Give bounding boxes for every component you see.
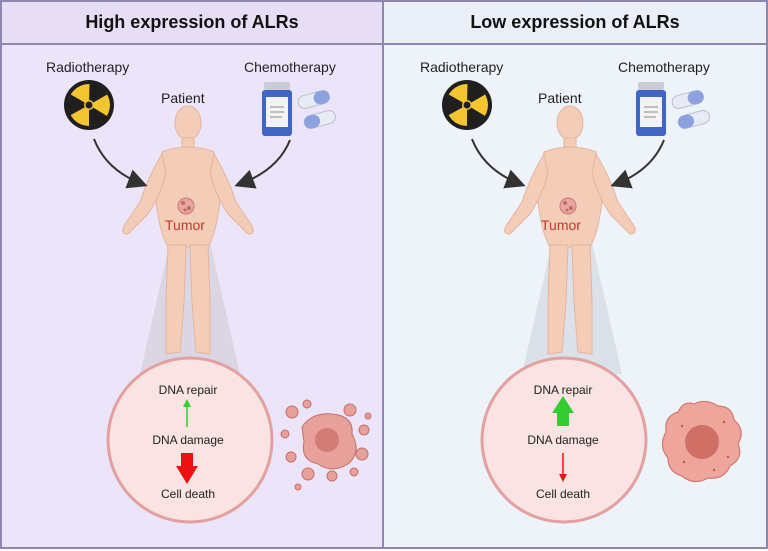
chemotherapy-arrow [234,139,291,189]
dna-damage-label: DNA damage [152,433,224,447]
radiotherapy-label: Radiotherapy [420,59,504,75]
radiation-icon [442,80,492,130]
zoom-cone [140,242,240,374]
cell-death-label: Cell death [160,487,216,501]
dna-damage-label: DNA damage [527,433,599,447]
capsule-icon [671,90,711,129]
dna-repair-label: DNA repair [533,383,593,397]
radiotherapy-arrow [93,138,148,189]
tumor-icon [559,197,577,215]
cell-death-label: Cell death [535,487,591,501]
dna-repair-big-up-arrow [552,396,574,426]
panel-high-expression: High expression of ALRs [0,0,384,549]
cell-zoom-circle [106,356,274,524]
patient-label: Patient [161,90,205,106]
radiotherapy-arrow [471,138,526,189]
patient-label: Patient [538,90,582,106]
intact-cell-icon [661,400,742,483]
pill-bottle-icon [262,82,292,136]
cell-zoom-circle [480,356,648,524]
radiotherapy-label: Radiotherapy [46,59,130,75]
dna-repair-label: DNA repair [158,383,218,397]
panel-title-high: High expression of ALRs [2,2,382,45]
fragmented-cell-icon [280,399,372,491]
panel-title-low: Low expression of ALRs [384,2,766,45]
capsule-icon [297,90,337,129]
cell-death-small-down-arrow [559,453,567,482]
radiation-icon [64,80,114,130]
chemotherapy-label: Chemotherapy [618,59,710,75]
panel-low-expression: Low expression of ALRs [384,0,768,549]
tumor-label: Tumor [541,217,581,233]
tumor-label: Tumor [165,217,205,233]
chemotherapy-arrow [610,139,665,189]
high-expression-scene [64,80,372,524]
human-body-icon [122,105,254,355]
cell-death-big-down-arrow [176,453,198,484]
human-body-icon [504,105,636,355]
zoom-cone [522,242,622,374]
pill-bottle-icon [636,82,666,136]
low-expression-scene [442,80,742,524]
chemotherapy-label: Chemotherapy [244,59,336,75]
dna-repair-small-up-arrow [183,399,191,427]
tumor-icon [177,197,195,215]
